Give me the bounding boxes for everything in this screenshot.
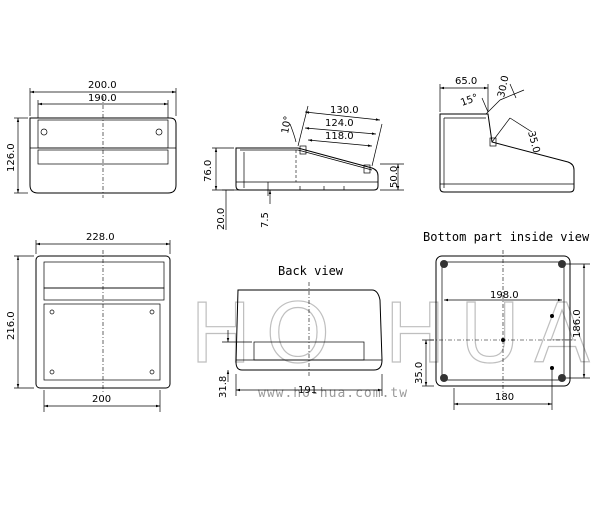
- dim-side-20: 20.0: [216, 208, 227, 230]
- dim-side-124: 124.0: [325, 118, 354, 129]
- dim-right-angle: 15°: [459, 92, 479, 108]
- dim-side-118: 118.0: [325, 131, 354, 142]
- dim-top-height: 216.0: [6, 311, 17, 340]
- dim-side-76: 76.0: [203, 160, 214, 182]
- watermark-text: HO HUA: [190, 287, 600, 382]
- bottom-view-title: Bottom part inside view: [423, 230, 590, 244]
- dim-bottom-180: 180: [495, 392, 514, 403]
- back-view-title: Back view: [278, 264, 344, 278]
- dim-side-50: 50.0: [389, 166, 400, 188]
- dim-side-130: 130.0: [330, 105, 359, 116]
- dim-top-width: 228.0: [86, 232, 115, 243]
- dim-side-angle: 10°: [280, 115, 294, 134]
- dim-front-height: 126.0: [6, 143, 17, 172]
- dim-bottom-186: 186.0: [572, 309, 583, 338]
- dim-bottom-198: 198.0: [490, 290, 519, 301]
- top-view: 228.0 216.0 200: [6, 232, 171, 412]
- dim-side-7-5: 7.5: [260, 212, 271, 228]
- back-view: Back view 191 31.8: [218, 264, 383, 398]
- dim-right-30: 30.0: [496, 75, 511, 99]
- side-view-right: 65.0 30.0 15° 35.0: [439, 75, 575, 193]
- dim-back-width: 191: [298, 385, 317, 396]
- watermark-url: www.ho-hua.com.tw: [258, 386, 408, 401]
- dim-top-inner: 200: [92, 394, 111, 405]
- front-view: 200.0 190.0 126.0: [6, 80, 177, 198]
- dim-front-inner: 190.0: [88, 93, 117, 104]
- dim-bottom-35: 35.0: [414, 362, 425, 384]
- side-view: 130.0 124.0 118.0 10° 76.0 50.0 20.0 7.5: [203, 105, 404, 230]
- dim-right-35: 35.0: [525, 130, 541, 154]
- dim-right-65: 65.0: [455, 76, 477, 87]
- dim-back-h: 31.8: [218, 376, 229, 398]
- bottom-inside-view: Bottom part inside view 198.0 186.0 35.0…: [414, 230, 590, 410]
- dim-front-width: 200.0: [88, 80, 117, 91]
- watermark: HO HUA www.ho-hua.com.tw: [189, 286, 600, 401]
